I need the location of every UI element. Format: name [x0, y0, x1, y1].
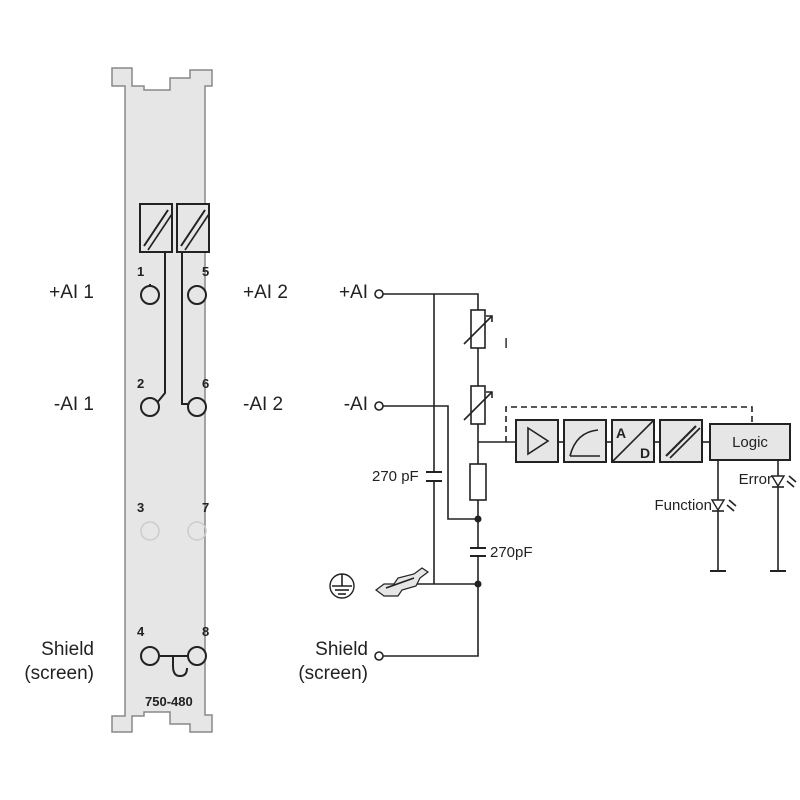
schematic-terminal-ai-minus: [374, 401, 384, 411]
capacitor-1: [426, 471, 442, 482]
terminal-release-1: [139, 203, 173, 253]
label-ai2-plus: +AI 2: [243, 282, 288, 303]
terminal-6[interactable]: [187, 397, 207, 417]
terminal-2[interactable]: [140, 397, 160, 417]
pin-number-7: 7: [202, 500, 209, 515]
logic-label: Logic: [732, 434, 768, 451]
amplifier-block: [515, 419, 559, 463]
resistor: [469, 463, 487, 501]
part-number: 750-480: [145, 694, 193, 709]
terminal-8[interactable]: [187, 646, 207, 666]
pin-number-5: 5: [202, 264, 209, 279]
function-led-icon: [710, 460, 737, 572]
terminal-5[interactable]: [187, 285, 207, 305]
label-ai2-minus: -AI 2: [243, 394, 283, 415]
earth-ground-icon: [329, 573, 355, 599]
terminal-7-unused: [187, 521, 207, 541]
capacitor-2: [470, 547, 486, 557]
schematic-terminal-ai-plus: [374, 289, 384, 299]
shield-bridge: [159, 655, 188, 678]
capacitor-2-label: 270pF: [490, 544, 533, 561]
pin-number-2: 2: [137, 376, 144, 391]
adc-label-a: A: [616, 425, 626, 441]
junction-dot: [474, 580, 482, 588]
schematic-label-ai-minus: -AI: [344, 394, 368, 415]
variable-resistor-2: [463, 385, 493, 425]
din-rail-icon: [375, 567, 430, 597]
terminal-release-2: [176, 203, 210, 253]
logic-block: [709, 423, 791, 461]
junction-dot: [474, 515, 482, 523]
current-label: I: [504, 335, 508, 352]
pin-number-1: 1: [137, 264, 144, 279]
adc-block: [611, 419, 655, 463]
pin-number-8: 8: [202, 624, 209, 639]
label-ai1-minus: -AI 1: [54, 394, 94, 415]
error-led-icon: [770, 460, 797, 572]
capacitor-1-label: 270 pF: [372, 468, 419, 485]
filter-block: [563, 419, 607, 463]
variable-resistor-current: [463, 309, 493, 349]
adc-label-d: D: [640, 445, 650, 461]
terminal-4[interactable]: [140, 646, 160, 666]
terminal-1[interactable]: [140, 285, 160, 305]
schematic-label-shield-1: Shield: [315, 639, 368, 660]
schematic-wires: [383, 293, 516, 657]
pin-number-3: 3: [137, 500, 144, 515]
terminal-3-unused: [140, 521, 160, 541]
pin-number-6: 6: [202, 376, 209, 391]
label-ai1-plus: +AI 1: [49, 282, 94, 303]
schematic-label-ai-plus: +AI: [339, 282, 368, 303]
label-shield-left-1: Shield: [41, 639, 94, 660]
isolator-block: [659, 419, 703, 463]
schematic-label-shield-2: (screen): [298, 663, 368, 684]
error-led-label: Error: [739, 471, 772, 488]
schematic-terminal-shield: [374, 651, 384, 661]
label-shield-left-2: (screen): [24, 663, 94, 684]
function-led-label: Function: [654, 497, 712, 514]
pin-number-4: 4: [137, 624, 145, 639]
